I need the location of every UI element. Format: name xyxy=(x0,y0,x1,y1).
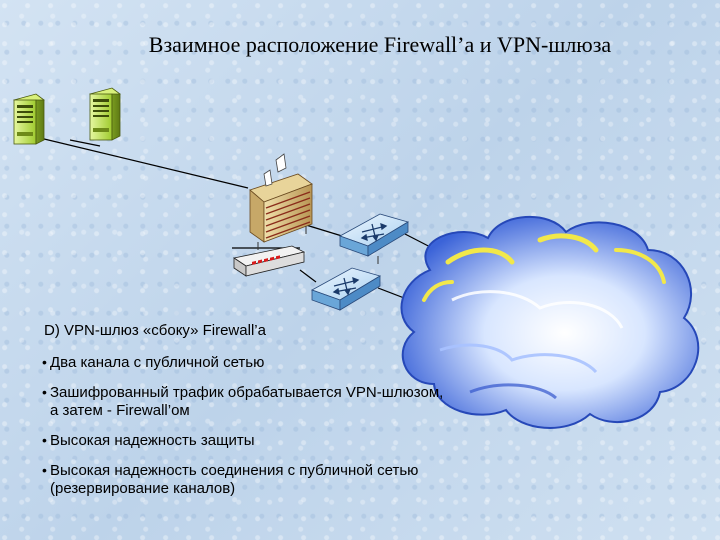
server-icon xyxy=(13,93,45,145)
internet-cloud-icon xyxy=(400,215,700,429)
firewall-icon xyxy=(249,153,313,250)
scenario-heading: D) VPN-шлюз «сбоку» Firewall’a xyxy=(44,322,266,339)
bullet-item: Высокая надежность соединения с публично… xyxy=(42,461,454,498)
slide-title: Взаимное расположение Firewall’a и VPN-ш… xyxy=(148,32,612,57)
server-icon xyxy=(89,87,121,141)
bullet-item: Зашифрованный трафик обрабатывается VPN-… xyxy=(42,383,454,420)
bullet-item: Два канала с публичной сетью xyxy=(42,353,454,372)
link-router-vpn xyxy=(299,269,317,283)
link-servers-lan xyxy=(39,137,249,189)
bullet-list: Два канала с публичной сетью Зашифрованн… xyxy=(42,353,454,498)
description-block: D) VPN-шлюз «сбоку» Firewall’a Два канал… xyxy=(42,322,454,510)
link-server2-lan xyxy=(69,139,101,147)
bullet-item: Высокая надежность защиты xyxy=(42,431,454,450)
link-firewall-switch xyxy=(305,224,343,237)
router-icon xyxy=(232,245,306,277)
switch-icon xyxy=(339,213,409,264)
vpn-gateway-icon xyxy=(311,267,381,311)
